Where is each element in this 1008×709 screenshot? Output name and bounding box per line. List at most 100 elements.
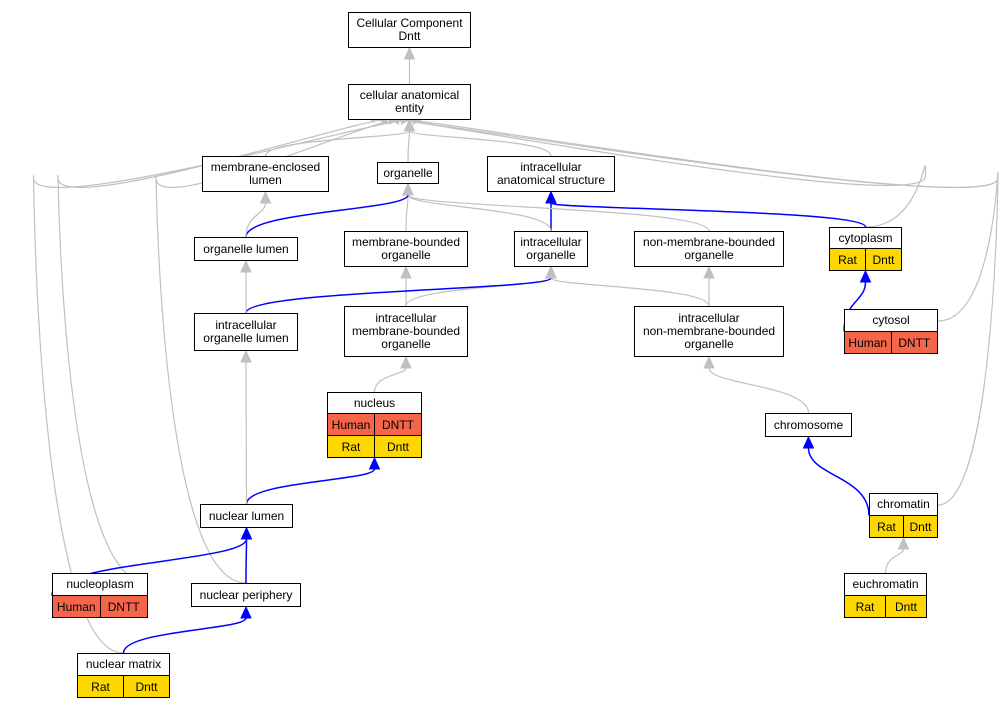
gene-cell: Dntt (903, 516, 937, 537)
edge-iol-to-io (245, 277, 552, 314)
go-term-io[interactable]: intracellular organelle (514, 231, 588, 267)
edge-nucleus-to-imbo-arrowhead (400, 355, 412, 369)
go-term-label: nuclear lumen (208, 508, 285, 523)
go-term-root[interactable]: Cellular Component Dntt (348, 12, 471, 48)
go-term-mbo[interactable]: membrane-bounded organelle (344, 231, 468, 267)
edge-cytosol-to-cae (386, 118, 999, 322)
edge-ias-to-cae-arrowhead (403, 118, 416, 132)
go-term-label: membrane-bounded organelle (351, 235, 461, 262)
edge-cae-to-root-arrowhead (403, 46, 416, 60)
go-term-label: non-membrane-bounded organelle (642, 235, 776, 262)
gene-cell: Dntt (885, 596, 926, 617)
edge-olumen-to-organelle (245, 194, 409, 238)
gene-cell: Dntt (865, 249, 901, 270)
edge-cytoplasm-to-ias-arrowhead (545, 190, 557, 204)
edge-mbo-to-organelle (405, 194, 409, 232)
go-term-label: nucleus (353, 395, 396, 410)
go-term-mel[interactable]: membrane-enclosed lumen (202, 156, 329, 192)
edge-olumen-to-mel (245, 202, 267, 238)
rat-annotation-row: Rat Dntt (870, 515, 937, 537)
gene-cell: Dntt (123, 676, 169, 697)
edge-olumen-to-mel-arrowhead (259, 190, 272, 204)
go-term-label: membrane-enclosed lumen (210, 160, 321, 187)
edge-euchromatin-to-chromatin-arrowhead (897, 536, 910, 550)
edge-nmbo-to-organelle (407, 194, 710, 232)
go-term-label: organelle lumen (203, 241, 289, 256)
edge-nperiphery-to-cae (155, 118, 402, 584)
go-term-label: intracellular membrane-bounded organelle (351, 311, 461, 351)
species-cell: Rat (838, 252, 857, 267)
species-cell: Rat (91, 679, 110, 694)
edge-inmbo-to-nmbo-arrowhead (703, 265, 715, 279)
go-term-label: intracellular organelle lumen (203, 318, 289, 345)
edge-chromosome-to-inmbo (708, 367, 810, 414)
edge-chromosome-to-inmbo-arrowhead (703, 355, 715, 369)
go-term-label: nuclear periphery (199, 587, 293, 602)
go-term-nlumen[interactable]: nuclear lumen (200, 504, 293, 528)
edge-nlumen-to-iol (245, 361, 248, 505)
edge-chromatin-to-chromosome-arrowhead (802, 435, 815, 449)
go-term-imbo[interactable]: intracellular membrane-bounded organelle (344, 306, 468, 357)
go-term-label: nucleoplasm (66, 577, 134, 591)
edge-nmatrix-to-nperiphery (122, 617, 247, 654)
species-cell: Human (331, 417, 371, 432)
rat-annotation-row: Rat Dntt (830, 248, 901, 270)
go-term-organelle[interactable]: organelle (377, 162, 439, 184)
go-term-label: cytoplasm (838, 230, 893, 245)
species-cell: Rat (877, 519, 896, 534)
species-cell: Human (848, 335, 888, 350)
gene-cell: DNTT (99, 596, 148, 617)
go-term-ias[interactable]: intracellular anatomical structure (487, 156, 615, 192)
edge-inmbo-to-io-arrowhead (545, 265, 557, 279)
edge-nperiphery-to-nlumen-arrowhead (240, 526, 253, 540)
go-term-nmbo[interactable]: non-membrane-bounded organelle (634, 231, 784, 267)
go-term-olumen[interactable]: organelle lumen (194, 237, 298, 261)
go-term-label: intracellular organelle (520, 235, 582, 262)
edge-euchromatin-to-chromatin (884, 548, 905, 574)
edge-imbo-to-mbo-arrowhead (400, 265, 412, 279)
edge-ias-to-cae (408, 130, 552, 157)
go-term-label: organelle (383, 165, 433, 180)
go-term-label: nuclear matrix (85, 657, 162, 671)
go-term-label: chromosome (773, 417, 844, 432)
go-term-label: cellular anatomical entity (359, 88, 460, 115)
go-term-label: intracellular non-membrane-bounded organ… (642, 311, 776, 351)
go-term-iol[interactable]: intracellular organelle lumen (194, 313, 298, 351)
species-cell: Rat (341, 439, 361, 454)
edge-nucleus-to-imbo (373, 367, 407, 393)
edge-nucleoplasm-to-cae (57, 118, 390, 584)
species-cell: Human (56, 599, 96, 614)
edge-organelle-to-cae (407, 130, 411, 163)
go-term-label: intracellular anatomical structure (496, 160, 606, 187)
edge-iol-to-olumen-arrowhead (240, 259, 252, 273)
gene-cell: DNTT (374, 414, 421, 435)
go-term-nperiphery[interactable]: nuclear periphery (191, 583, 301, 607)
edge-mel-to-cae (264, 130, 411, 157)
go-term-label: cytosol (872, 313, 910, 327)
rat-annotation-row: Rat Dntt (78, 675, 169, 697)
go-term-inmbo[interactable]: intracellular non-membrane-bounded organ… (634, 306, 784, 357)
go-term-chromosome[interactable]: chromosome (765, 413, 852, 437)
edge-inmbo-to-io (550, 277, 710, 307)
go-term-label: euchromatin (852, 577, 919, 591)
edge-chromatin-to-chromosome (807, 447, 870, 516)
go-term-label: Cellular Component Dntt (356, 16, 463, 43)
edge-cytoplasm-to-cae (374, 116, 927, 228)
go-term-cae[interactable]: cellular anatomical entity (348, 84, 471, 120)
edge-nmbo-to-organelle-arrowhead (402, 182, 414, 196)
edge-cytosol-to-cytoplasm-arrowhead (859, 269, 872, 283)
edge-nlumen-to-nucleus (245, 468, 376, 505)
edge-nlumen-to-nucleus-arrowhead (368, 456, 381, 470)
edge-io-to-organelle (407, 194, 552, 232)
